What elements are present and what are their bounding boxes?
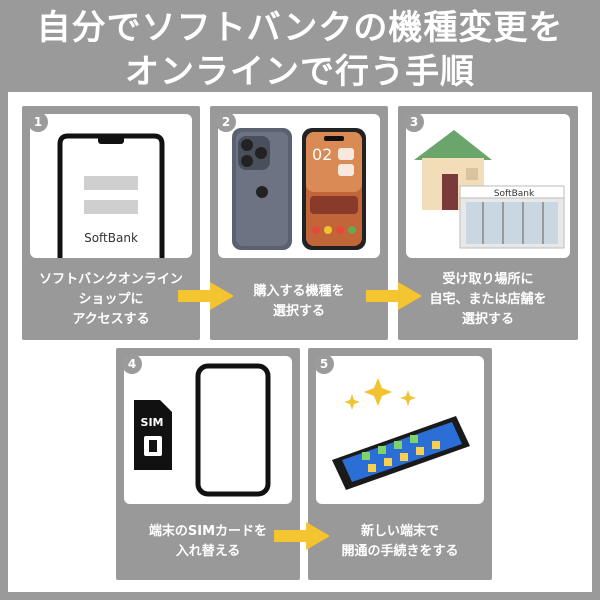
step-number-3: 3: [404, 112, 424, 132]
step-card-5: 5 新しい端末で 開通の手続きをする: [308, 348, 492, 580]
sim-card-and-phone-icon: SIM: [134, 363, 271, 497]
smartphone-softbank-icon: SoftBank: [57, 133, 165, 258]
phone-clock: 02: [312, 145, 332, 164]
new-smartphone-icon: [332, 378, 470, 490]
step-1-image: SoftBank: [30, 114, 192, 258]
step-2-caption: 購入する機種を 選択する: [253, 284, 345, 319]
step-number-2: 2: [216, 112, 236, 132]
step-card-4: SIM 4 端末のSIMカードを 入れ替える: [116, 348, 300, 580]
page-title-line2: オンラインで行う手順: [125, 52, 475, 92]
step-3-image: SoftBank: [406, 114, 570, 258]
step-1-caption: ソフトバンクオンライン ショップに アクセスする: [39, 272, 183, 327]
arrow-right-icon: [366, 282, 422, 310]
step-5-caption: 新しい端末で 開通の手続きをする: [341, 524, 459, 559]
page-title-line1: 自分でソフトバンクの機種変更を: [36, 8, 564, 48]
arrow-right-icon: [274, 522, 330, 550]
steps-frame: SoftBank 1 ソフトバンクオンライン ショップに アクセスする: [8, 92, 592, 592]
step-3-caption: 受け取り場所に 自宅、または店舗を 選択する: [429, 272, 547, 327]
step-number-4: 4: [122, 354, 142, 374]
step-number-1: 1: [28, 112, 48, 132]
step-number-5: 5: [314, 354, 334, 374]
step-4-image: SIM: [124, 356, 292, 504]
step-4-caption: 端末のSIMカードを 入れ替える: [148, 524, 268, 559]
step-card-3: SoftBank 3 受け取り場所に 自宅、または店舗を 選択する: [398, 106, 578, 340]
sim-label: SIM: [141, 416, 164, 429]
step-card-1: SoftBank 1 ソフトバンクオンライン ショップに アクセスする: [22, 106, 200, 340]
arrow-right-icon: [178, 282, 234, 310]
step-card-2: 02 2 購入する機種を 選択する: [210, 106, 388, 340]
house-and-store-icon: SoftBank: [414, 130, 565, 249]
store-softbank-sign: SoftBank: [494, 189, 535, 199]
softbank-logo: SoftBank: [84, 231, 138, 245]
iphone-icon: 02: [232, 128, 366, 250]
step-2-image: 02: [218, 114, 380, 258]
step-5-image: [316, 356, 484, 504]
